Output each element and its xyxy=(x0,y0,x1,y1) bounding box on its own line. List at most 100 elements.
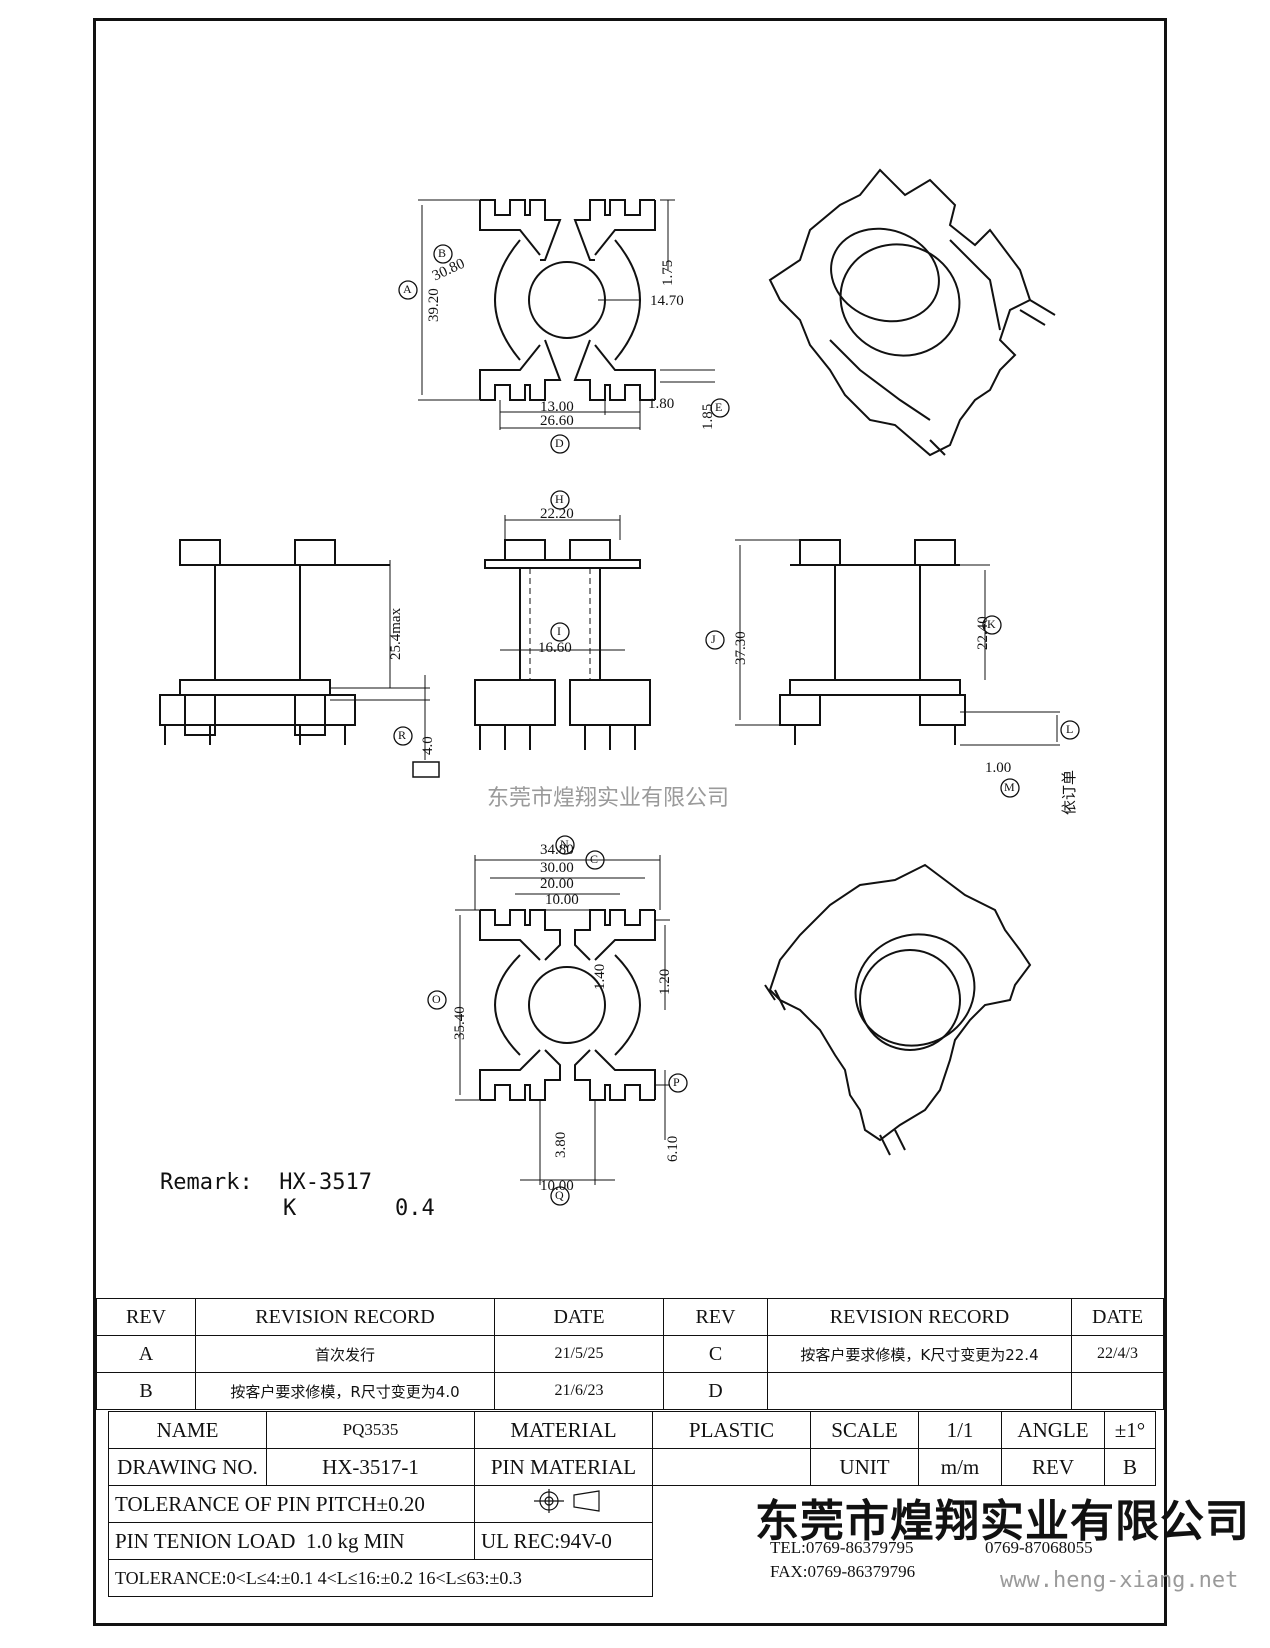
remark-k-value: 0.4 xyxy=(395,1196,435,1221)
rev-cell: D xyxy=(663,1372,768,1410)
dim-254: 25.4max xyxy=(388,607,404,660)
dim-r: 4.0 xyxy=(420,736,436,755)
marker-n: N xyxy=(560,837,569,851)
tolerance-pitch: TOLERANCE OF PIN PITCH±0.20 xyxy=(108,1485,475,1523)
pin-load-label: PIN TENION LOAD xyxy=(115,1528,296,1553)
marker-c: C xyxy=(590,852,599,866)
front-view-left xyxy=(159,539,440,778)
dim-a: 39.20 xyxy=(426,288,442,322)
front-view-right xyxy=(735,539,1060,746)
record-cell: 按客户要求修模，K尺寸变更为22.4 xyxy=(767,1335,1072,1373)
angle-value: ±1° xyxy=(1104,1411,1156,1449)
marker-d: D xyxy=(555,436,564,450)
dim-1000a: 10.00 xyxy=(545,892,579,908)
front-view-center xyxy=(474,515,651,750)
projection-symbol xyxy=(474,1485,653,1523)
dimension-markers xyxy=(393,244,1080,1206)
company-name: 东莞市煌翔实业有限公司 xyxy=(755,1496,1250,1547)
dim-2000: 20.00 xyxy=(540,876,574,892)
title-block: NAME PQ3535 MATERIAL PLASTIC SCALE 1/1 A… xyxy=(108,1411,1156,1597)
watermark-text: 东莞市煌翔实业有限公司 xyxy=(487,786,730,811)
date-cell: 21/6/23 xyxy=(494,1372,664,1410)
fax-label: FAX: xyxy=(770,1562,808,1581)
marker-e: E xyxy=(715,400,723,414)
dim-i: 16.60 xyxy=(538,640,572,656)
scale-value: 1/1 xyxy=(918,1411,1002,1449)
side-note: 依订单 xyxy=(1060,769,1078,815)
dim-j: 37.30 xyxy=(733,631,749,665)
revision-table: REV REVISION RECORD DATE REV REVISION RE… xyxy=(96,1298,1164,1410)
fax-number: 0769-86379796 xyxy=(807,1562,916,1581)
rev-value: B xyxy=(1104,1448,1156,1486)
bottom-view xyxy=(455,855,670,1185)
rev-header-2: REV xyxy=(663,1298,768,1336)
pin-material-value xyxy=(652,1448,811,1486)
watermark-url: www.heng-xiang.net xyxy=(1000,1568,1239,1593)
dim-1000b: 10.00 xyxy=(540,1178,574,1194)
pin-load-value: 1.0 kg MIN xyxy=(305,1528,405,1553)
revision-record-header-2: REVISION RECORD xyxy=(767,1298,1072,1336)
dim-1470: 14.70 xyxy=(650,293,684,309)
top-view xyxy=(418,199,715,430)
date-header: DATE xyxy=(494,1298,664,1336)
marker-k: K xyxy=(987,617,996,631)
material-value: PLASTIC xyxy=(652,1411,811,1449)
tolerance-general: TOLERANCE:0<L≤4:±0.1 4<L≤16:±0.2 16<L≤63… xyxy=(108,1559,653,1597)
remark-label: Remark: xyxy=(160,1170,253,1195)
marker-o: O xyxy=(432,992,441,1006)
dim-h: 22.20 xyxy=(540,506,574,522)
iso-view-top xyxy=(768,168,1056,457)
unit-label: UNIT xyxy=(810,1448,919,1486)
name-label: NAME xyxy=(108,1411,267,1449)
tel-label: TEL: xyxy=(770,1538,806,1557)
marker-m: M xyxy=(1004,780,1015,794)
rev-label: REV xyxy=(1001,1448,1105,1486)
dim-c: 30.00 xyxy=(540,860,574,876)
dim-1300: 13.00 xyxy=(540,399,574,415)
marker-j: J xyxy=(711,632,716,646)
pin-material-label: PIN MATERIAL xyxy=(474,1448,653,1486)
dim-180: 1.80 xyxy=(648,396,675,412)
ul-rating: UL REC:94V-0 xyxy=(474,1522,653,1560)
dim-610: 6.10 xyxy=(665,1135,681,1162)
projection-icon xyxy=(533,1489,600,1513)
record-cell xyxy=(767,1372,1072,1410)
marker-i: I xyxy=(557,624,561,638)
remark-line: Remark: HX-3517 xyxy=(160,1170,372,1195)
marker-l: L xyxy=(1066,722,1074,736)
marker-h: H xyxy=(555,492,564,506)
unit-value: m/m xyxy=(918,1448,1002,1486)
drawing-frame xyxy=(93,18,1167,1626)
dim-140: 1.40 xyxy=(592,963,608,990)
date-cell: 21/5/25 xyxy=(494,1335,664,1373)
tel-line: TEL:0769-86379795 xyxy=(770,1538,914,1558)
marker-a: A xyxy=(403,282,412,296)
angle-label: ANGLE xyxy=(1001,1411,1105,1449)
marker-q: Q xyxy=(555,1188,564,1202)
remark-k: K xyxy=(283,1196,297,1221)
material-label: MATERIAL xyxy=(474,1411,653,1449)
revision-record-header: REVISION RECORD xyxy=(195,1298,495,1336)
dim-m: 1.00 xyxy=(985,760,1012,776)
dim-175: 1.75 xyxy=(660,259,676,286)
rev-cell: C xyxy=(663,1335,768,1373)
dim-n: 34.80 xyxy=(540,842,574,858)
name-value: PQ3535 xyxy=(266,1411,475,1449)
date-cell: 22/4/3 xyxy=(1071,1335,1164,1373)
scale-label: SCALE xyxy=(810,1411,919,1449)
remark-model: HX-3517 xyxy=(279,1170,372,1195)
rev-cell: B xyxy=(96,1372,196,1410)
drawing-no-value: HX-3517-1 xyxy=(266,1448,475,1486)
rev-header: REV xyxy=(96,1298,196,1336)
tel-number-1: 0769-86379795 xyxy=(805,1538,914,1557)
iso-view-bottom xyxy=(764,863,1032,1156)
record-cell: 首次发行 xyxy=(195,1335,495,1373)
fax-line: FAX:0769-86379796 xyxy=(770,1562,915,1582)
record-cell: 按客户要求修模，R尺寸变更为4.0 xyxy=(195,1372,495,1410)
dim-2660: 26.60 xyxy=(540,413,574,429)
rev-cell: A xyxy=(96,1335,196,1373)
pin-load: PIN TENION LOAD 1.0 kg MIN xyxy=(108,1522,475,1560)
dim-o: 35.40 xyxy=(452,1006,468,1040)
dim-120: 1.20 xyxy=(657,968,673,995)
